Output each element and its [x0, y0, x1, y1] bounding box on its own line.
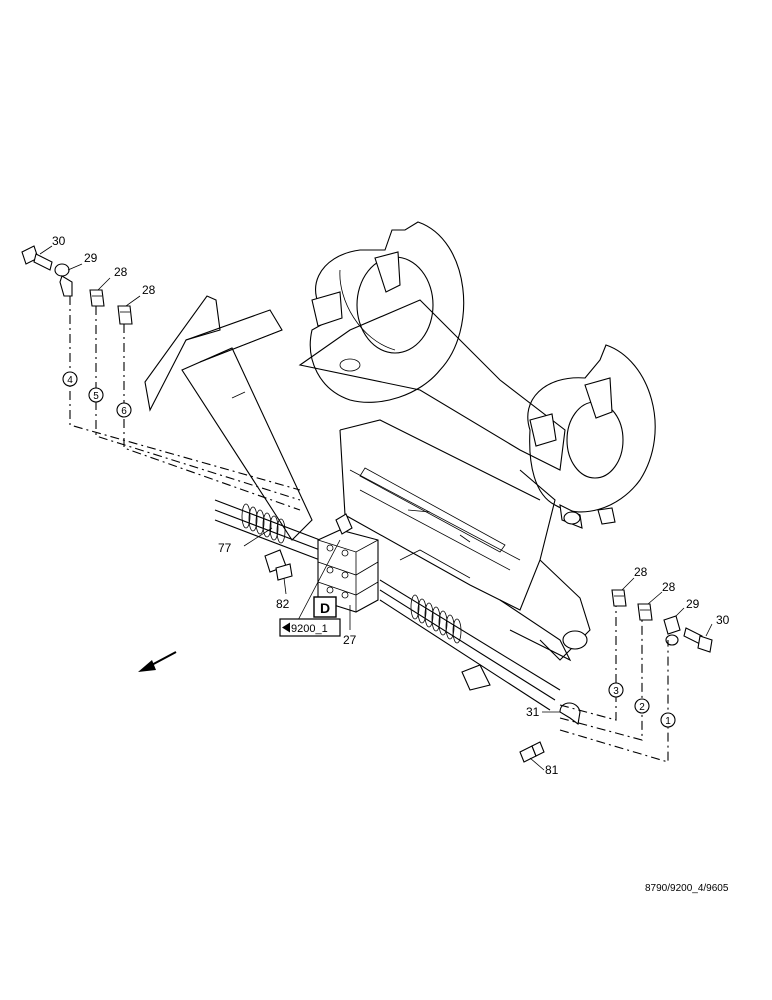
marker-1: 1	[665, 716, 671, 727]
callout-30-right: 30	[716, 613, 730, 627]
reference-arrow-icon	[282, 622, 290, 633]
marker-6: 6	[121, 406, 127, 417]
routing-lines	[69, 296, 669, 763]
page-reference: 9200_1	[291, 623, 328, 635]
detail-letter: D	[320, 600, 330, 616]
hydraulic-hoses	[214, 499, 561, 711]
adapter-28-left-b	[117, 305, 133, 325]
left-fittings	[21, 245, 133, 325]
callout-29-left: 29	[84, 251, 98, 265]
line-markers: 4 5 6 3 2 1	[62, 371, 676, 728]
bolt-30-left	[21, 245, 53, 271]
callout-81: 81	[545, 763, 559, 777]
callout-82: 82	[276, 597, 290, 611]
callout-28-right-a: 28	[634, 565, 648, 579]
callout-28-left-b: 28	[142, 283, 156, 297]
callout-28-left-a: 28	[114, 265, 128, 279]
banjo-29-right	[663, 615, 681, 646]
callout-31: 31	[526, 705, 540, 719]
marker-4: 4	[67, 375, 73, 386]
callouts: 30 29 28 28 77 82 27 31 81 28 28 29 30	[52, 234, 730, 777]
hose-spring-left	[241, 503, 286, 544]
hose-spring-right	[410, 594, 462, 644]
callout-28-right-b: 28	[662, 580, 676, 594]
banjo-29-left	[54, 263, 73, 297]
callout-29-right: 29	[686, 597, 700, 611]
detail-reference: D 9200_1	[279, 596, 341, 637]
bolt-30-right	[683, 627, 713, 653]
marker-3: 3	[613, 686, 619, 697]
right-fittings	[275, 563, 713, 763]
adapter-28-right-a	[611, 589, 627, 607]
callout-77: 77	[218, 541, 232, 555]
marker-5: 5	[93, 391, 99, 402]
valve-block	[317, 513, 379, 613]
clamp-31	[559, 702, 581, 725]
adapter-28-right-b	[637, 603, 653, 621]
direction-arrow-icon	[138, 651, 177, 672]
callout-27: 27	[343, 633, 357, 647]
marker-2: 2	[639, 702, 645, 713]
page-reference-box	[279, 618, 341, 637]
boom-frame	[144, 221, 656, 691]
adapter-28-left-a	[89, 289, 105, 307]
bolt-82	[275, 563, 293, 581]
callout-30-left: 30	[52, 234, 66, 248]
detail-letter-box	[313, 596, 337, 618]
leader-lines	[39, 245, 713, 771]
sheet-id: 8790/9200_4/9605	[645, 883, 729, 894]
bolt-81	[519, 741, 545, 763]
